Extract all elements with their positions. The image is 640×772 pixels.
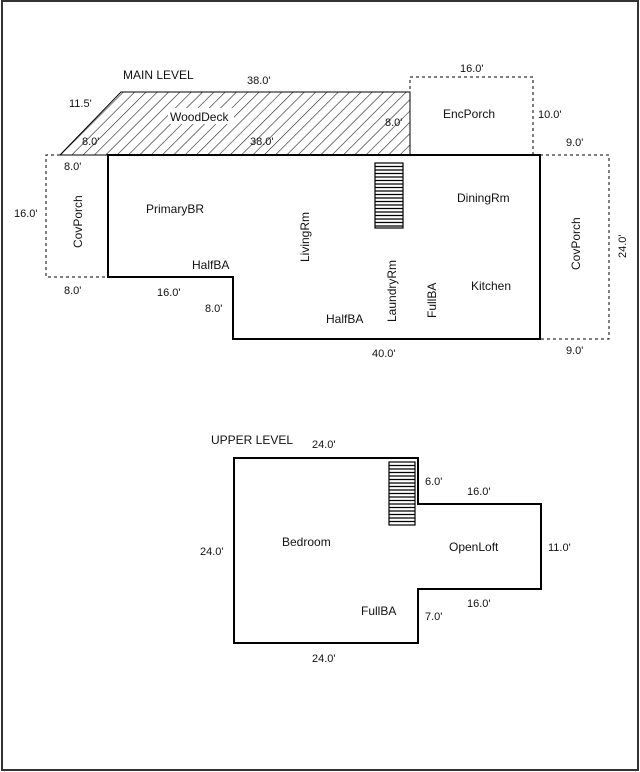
cov-porch-left-top-dim: 8.0' (64, 161, 81, 173)
deck-left-dim: 8.0' (82, 136, 99, 148)
wood-deck-label-bg (168, 108, 234, 124)
half-ba-1-label: HalfBA (192, 258, 229, 272)
primary-br-label: PrimaryBR (146, 202, 204, 216)
upper-left-dim: 24.0' (200, 546, 224, 558)
full-ba-main-label: FullBA (425, 283, 439, 318)
cov-porch-left-outline (45, 154, 108, 278)
open-loft-label: OpenLoft (449, 540, 499, 554)
upper-top-dim: 24.0' (312, 439, 336, 451)
cov-porch-left-bottom-dim: 8.0' (64, 285, 81, 297)
step-8-dim: 8.0' (205, 303, 222, 315)
main-level-title: MAIN LEVEL (123, 68, 194, 82)
enc-porch-side-dim: 10.0' (538, 109, 562, 121)
enc-porch-label: EncPorch (443, 107, 495, 121)
wood-deck-label: WoodDeck (170, 110, 229, 124)
upper-bottom-dim: 24.0' (312, 653, 336, 665)
deck-right-dim: 8.0' (385, 117, 402, 129)
loft-top-dim: 16.0' (467, 486, 491, 498)
cov-porch-right-top-dim: 9.0' (566, 137, 583, 149)
bedroom-label: Bedroom (282, 535, 331, 549)
step-16-dim: 16.0' (157, 287, 181, 299)
notch-bottom-dim: 7.0' (425, 611, 442, 623)
upper-level-title: UPPER LEVEL (211, 433, 293, 447)
living-rm-label: LivingRm (298, 212, 312, 262)
upper-house-outline (233, 457, 542, 644)
kitchen-label: Kitchen (471, 279, 511, 293)
full-ba-upper-label: FullBA (361, 604, 396, 618)
dining-rm-label: DiningRm (457, 191, 510, 205)
deck-side-dim: 11.5' (69, 98, 92, 110)
loft-bottom-dim: 16.0' (467, 598, 491, 610)
deck-bottom-dim: 38.0' (250, 136, 274, 148)
cov-porch-left-label: CovPorch (71, 195, 85, 248)
laundry-rm-label: LaundryRm (385, 260, 399, 322)
cov-porch-right-side-dim: 24.0' (617, 234, 629, 258)
enc-porch-outline (409, 76, 534, 155)
bottom-40-dim: 40.0' (372, 348, 396, 360)
cov-porch-left-side-dim: 16.0' (14, 208, 38, 220)
main-house-outline (107, 154, 541, 340)
enc-porch-top-dim: 16.0' (460, 63, 484, 75)
cov-porch-right-label: CovPorch (569, 217, 583, 270)
loft-side-dim: 11.0' (548, 542, 571, 554)
half-ba-2-label: HalfBA (326, 312, 363, 326)
notch-top-dim: 6.0' (425, 476, 442, 488)
cov-porch-right-bottom-dim: 9.0' (566, 345, 583, 357)
main-stairs (374, 162, 404, 229)
wood-deck (58, 91, 411, 156)
deck-top-dim: 38.0' (247, 75, 271, 87)
upper-stairs (388, 461, 416, 526)
